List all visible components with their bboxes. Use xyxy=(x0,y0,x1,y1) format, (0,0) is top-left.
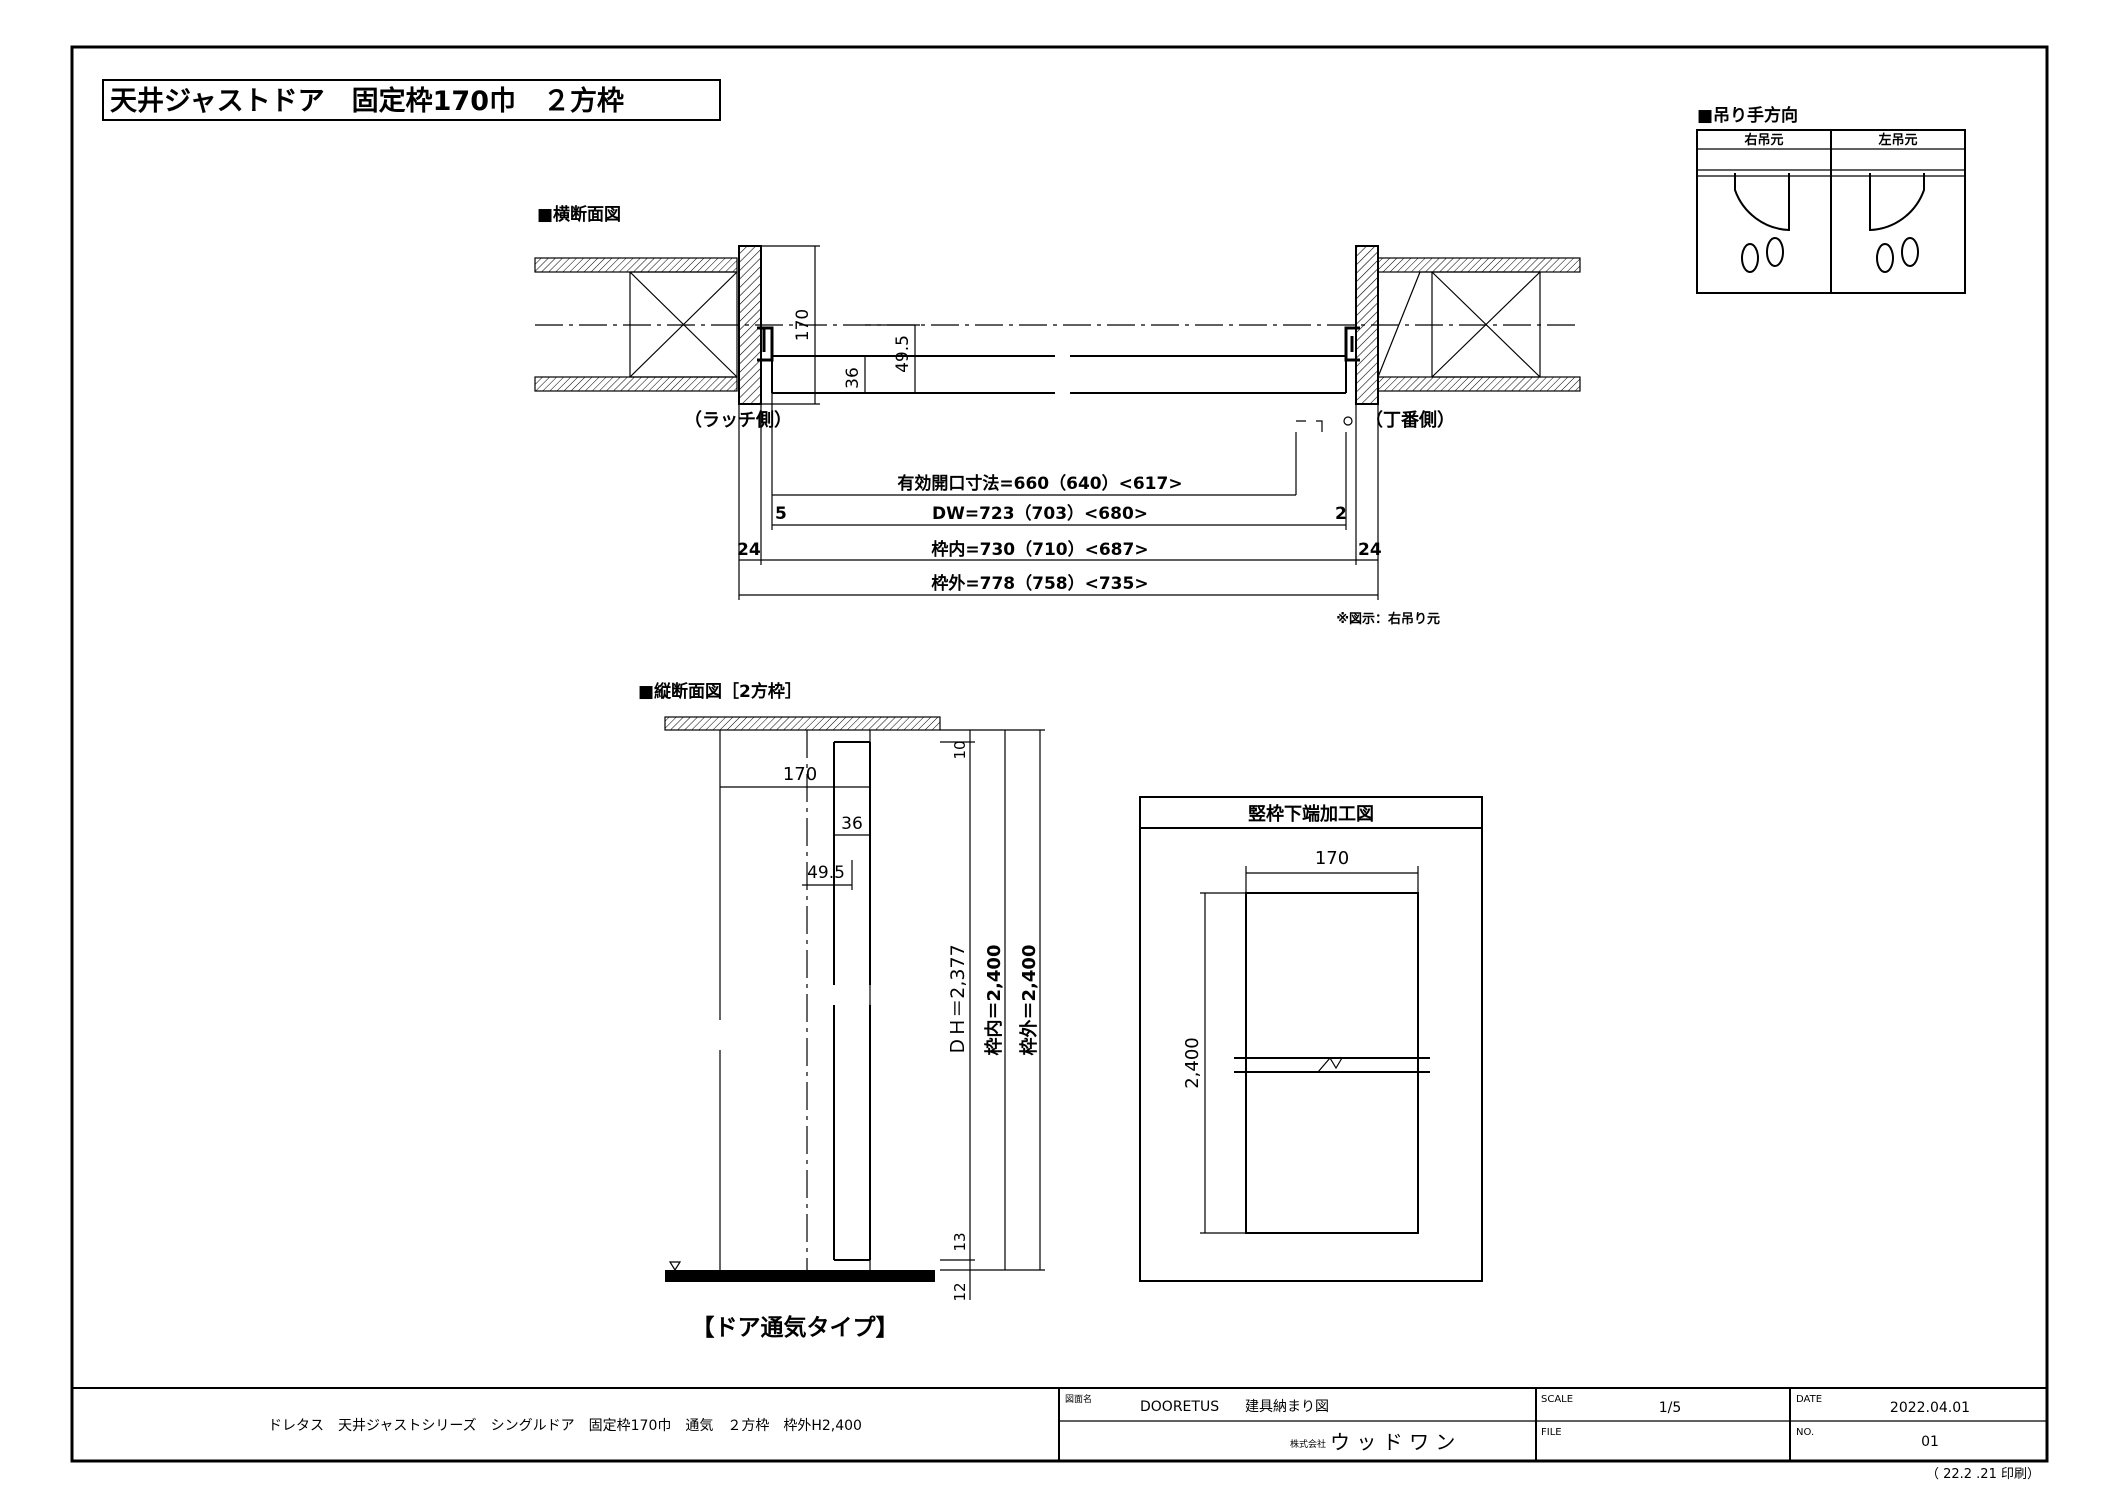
ceiling xyxy=(664,716,941,731)
right-hinge-sketch xyxy=(1697,169,1831,273)
drawing-description: ドレタス 天井ジャストシリーズ シングルドア 固定枠170巾 通気 ２方枠 枠外… xyxy=(268,1418,862,1434)
dim-36-horizontal: 36 xyxy=(843,356,866,393)
vertical-section: ■縦断面図［2方枠］ 170 36 49.5 xyxy=(638,681,1045,1341)
company-prefix: 株式会社 xyxy=(1290,1438,1326,1450)
inner-dimension: 枠内=730（710）<687> xyxy=(931,539,1148,560)
title-box: 天井ジャストドア 固定枠170巾 ２方枠 xyxy=(102,79,721,121)
detail-heading: 竪枠下端加工図 xyxy=(1248,803,1374,825)
drawing-name: 建具納まり図 xyxy=(1245,1399,1329,1415)
dim-12: 12 xyxy=(951,1282,969,1301)
date-label: DATE xyxy=(1796,1394,1822,1405)
floor xyxy=(665,1270,935,1282)
svg-text:170: 170 xyxy=(793,309,813,341)
detail-width: 170 xyxy=(1315,848,1349,869)
latch-side-label: （ラッチ側） xyxy=(684,409,792,431)
door-type-label: 【ドア通気タイプ】 xyxy=(692,1314,899,1341)
door-leaf xyxy=(771,355,1347,394)
hinge-hardware xyxy=(1344,326,1360,362)
drawing-name-label: 図面名 xyxy=(1065,1393,1092,1405)
right-hinge-label: 右吊元 xyxy=(1743,132,1783,148)
detail-height: 2,400 xyxy=(1182,1037,1203,1089)
latch-side-frame xyxy=(738,245,762,405)
no-value: 01 xyxy=(1921,1434,1939,1450)
floor-level-mark xyxy=(668,1261,682,1272)
door-height-dimension: ＤＨ＝2,377 xyxy=(947,944,969,1055)
title-block: ドレタス 天井ジャストシリーズ シングルドア 固定枠170巾 通気 ２方枠 枠外… xyxy=(72,1387,2047,1482)
vertical-section-heading: ■縦断面図［2方枠］ xyxy=(638,681,802,702)
height-dimensions xyxy=(940,729,1045,1300)
hinge-side-label: （丁番側） xyxy=(1365,409,1455,431)
horizontal-section-heading: ■横断面図 xyxy=(537,204,621,225)
dw-dimension: DW=723（703）<680> xyxy=(932,503,1148,524)
drawing-code: DOORETUS xyxy=(1140,1399,1219,1415)
sheet-border xyxy=(70,45,2049,1463)
latch-strike xyxy=(757,326,774,362)
inner-left-24: 24 xyxy=(737,540,761,560)
inner-right-24: 24 xyxy=(1358,540,1382,560)
dw-left-gap: 5 xyxy=(775,504,787,524)
opening-dimension: 有効開口寸法=660（640）<617> xyxy=(897,473,1182,494)
dim-13: 13 xyxy=(951,1232,969,1251)
svg-text:36: 36 xyxy=(843,367,863,389)
left-hinge-sketch xyxy=(1831,169,1965,273)
file-label: FILE xyxy=(1541,1427,1562,1438)
dim-49-5-horizontal: 49.5 xyxy=(865,324,920,393)
dw-right-gap: 2 xyxy=(1335,504,1347,524)
outer-dimension: 枠外=778（758）<735> xyxy=(931,573,1148,594)
drawing-title: 天井ジャストドア 固定枠170巾 ２方枠 xyxy=(110,85,624,117)
dim-10: 10 xyxy=(951,740,969,759)
scale-label: SCALE xyxy=(1541,1394,1573,1405)
left-hinge-label: 左吊元 xyxy=(1878,132,1917,148)
company-name: ウ ッ ド ワ ン xyxy=(1330,1430,1455,1454)
scale-value: 1/5 xyxy=(1659,1400,1682,1416)
dim-49-5-vertical: 49.5 xyxy=(807,863,845,883)
pivot-mark xyxy=(1343,416,1353,426)
dim-170-horizontal: 170 xyxy=(761,245,820,405)
door-swing-mark xyxy=(1296,420,1323,432)
frame-bottom-detail: 竪枠下端加工図 170 2,400 xyxy=(1139,796,1483,1282)
date-value: 2022.04.01 xyxy=(1890,1400,1970,1416)
svg-text:49.5: 49.5 xyxy=(893,335,913,373)
vertical-door-leaf xyxy=(833,741,871,1261)
dim-170-vertical: 170 xyxy=(783,764,817,785)
inner-height-dimension: 枠内＝2,400 xyxy=(983,945,1005,1056)
dim-36-vertical: 36 xyxy=(841,814,863,834)
no-label: NO. xyxy=(1796,1427,1814,1438)
print-date: （ 22.2 .21 印刷） xyxy=(1926,1467,2040,1482)
outer-height-dimension: 枠外＝2,400 xyxy=(1018,945,1040,1056)
horizontal-section: ■横断面図 xyxy=(534,204,1581,627)
hinge-side-frame xyxy=(1355,245,1379,405)
hinge-direction-heading: ■吊り手方向 xyxy=(1697,105,1798,126)
hinge-direction-panel: ■吊り手方向 右吊元 左吊元 xyxy=(1696,105,1966,294)
diagram-note: ※図示：右吊り元 xyxy=(1336,611,1440,627)
